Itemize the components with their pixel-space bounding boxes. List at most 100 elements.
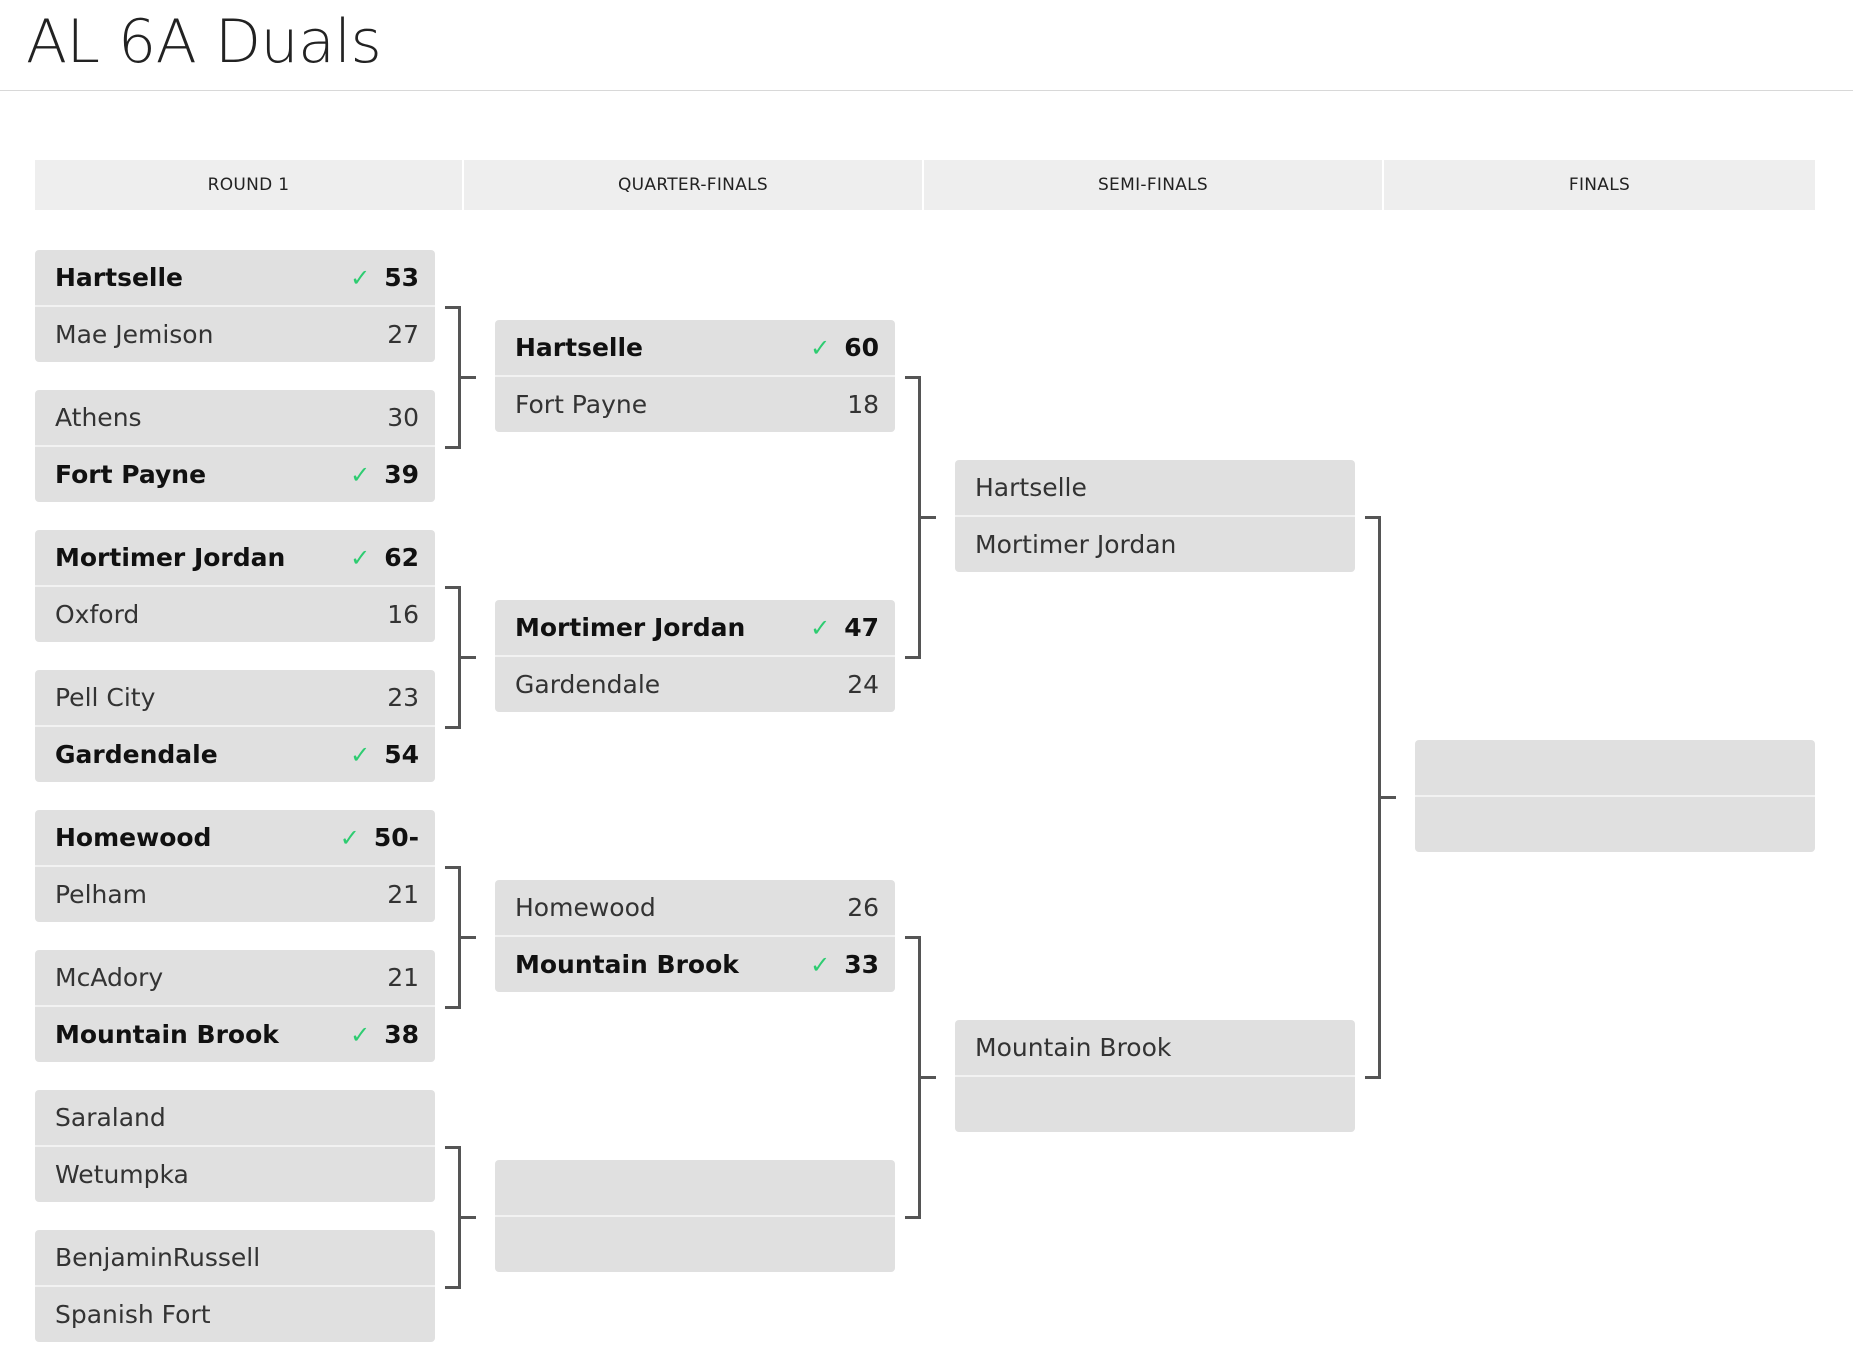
match-divider (35, 1285, 435, 1287)
team-score: 53 (384, 263, 419, 292)
checkmark-icon: ✓ (810, 613, 831, 642)
team-row[interactable]: Wetumpka (35, 1147, 435, 1202)
team-row[interactable] (1415, 797, 1815, 852)
team-score: 21 (387, 880, 419, 909)
match-divider (955, 1075, 1355, 1077)
team-row[interactable]: Fort Payne✓39 (35, 447, 435, 502)
team-row[interactable]: Homewood✓50- (35, 810, 435, 865)
team-name: Gardendale (515, 670, 661, 699)
team-row[interactable] (495, 1160, 895, 1215)
team-row[interactable]: BenjaminRussell (35, 1230, 435, 1285)
match-card[interactable]: Homewood✓50- Pelham 21 (35, 810, 435, 922)
match-card[interactable]: Mountain Brook (955, 1020, 1355, 1132)
team-score: 47 (844, 613, 879, 642)
team-score: 27 (387, 320, 419, 349)
bracket-connector (445, 446, 461, 449)
bracket-connector (1365, 516, 1381, 519)
team-row[interactable]: Mortimer Jordan (955, 517, 1355, 572)
title-divider (0, 90, 1853, 91)
bracket-connector (445, 726, 461, 729)
bracket-connector (458, 866, 461, 1009)
bracket-connector (918, 936, 921, 1219)
team-row[interactable] (955, 1077, 1355, 1132)
team-row[interactable]: Hartselle✓53 (35, 250, 435, 305)
team-name: Wetumpka (55, 1160, 189, 1189)
team-name: Gardendale (55, 740, 218, 769)
bracket-connector (905, 1216, 921, 1219)
match-card[interactable] (495, 1160, 895, 1272)
team-row[interactable]: Spanish Fort (35, 1287, 435, 1342)
team-name: McAdory (55, 963, 164, 992)
checkmark-icon: ✓ (350, 1020, 371, 1049)
bracket-connector (458, 586, 461, 729)
bracket-connector (461, 1216, 476, 1219)
team-row[interactable]: Mortimer Jordan✓62 (35, 530, 435, 585)
match-divider (955, 515, 1355, 517)
team-score: 60 (844, 333, 879, 362)
team-name: Mountain Brook (975, 1033, 1172, 1062)
team-score: 54 (384, 740, 419, 769)
match-divider (495, 655, 895, 657)
match-divider (495, 375, 895, 377)
team-score: 18 (847, 390, 879, 419)
bracket-connector (461, 376, 476, 379)
team-score: 38 (384, 1020, 419, 1049)
match-card[interactable] (1415, 740, 1815, 852)
checkmark-icon: ✓ (350, 740, 371, 769)
bracket-connector (461, 656, 476, 659)
bracket-connector (445, 866, 461, 869)
team-name: Mortimer Jordan (515, 613, 746, 642)
team-name: Mountain Brook (515, 950, 739, 979)
team-row[interactable]: Hartselle (955, 460, 1355, 515)
team-score: 62 (384, 543, 419, 572)
match-divider (495, 935, 895, 937)
team-row[interactable]: Mountain Brook✓33 (495, 937, 895, 992)
bracket-connector (921, 516, 936, 519)
bracket-connector (918, 376, 921, 659)
team-row[interactable]: Pelham 21 (35, 867, 435, 922)
team-name: Pelham (55, 880, 148, 909)
team-name: Hartselle (515, 333, 644, 362)
team-score: 33 (844, 950, 879, 979)
team-name: Mortimer Jordan (55, 543, 286, 572)
team-score: 16 (387, 600, 419, 629)
bracket-connector (445, 306, 461, 309)
team-row[interactable] (1415, 740, 1815, 795)
bracket-connector (905, 936, 921, 939)
match-divider (35, 305, 435, 307)
team-row[interactable]: Mountain Brook✓38 (35, 1007, 435, 1062)
bracket-connector (1365, 1076, 1381, 1079)
checkmark-icon: ✓ (339, 823, 360, 852)
team-row[interactable] (495, 1217, 895, 1272)
round-header-quarterfinals: QUARTER-FINALS (464, 160, 924, 210)
team-score: 39 (384, 460, 419, 489)
round-header-semifinals: SEMI-FINALS (924, 160, 1384, 210)
team-row[interactable]: Saraland (35, 1090, 435, 1145)
bracket-connector (445, 586, 461, 589)
team-row[interactable]: Hartselle✓60 (495, 320, 895, 375)
match-divider (495, 1215, 895, 1217)
team-row[interactable]: Mountain Brook (955, 1020, 1355, 1075)
team-row[interactable]: Gardendale ✓ 54 (35, 727, 435, 782)
bracket-connector (461, 936, 476, 939)
team-row[interactable]: Mortimer Jordan ✓ 47 (495, 600, 895, 655)
